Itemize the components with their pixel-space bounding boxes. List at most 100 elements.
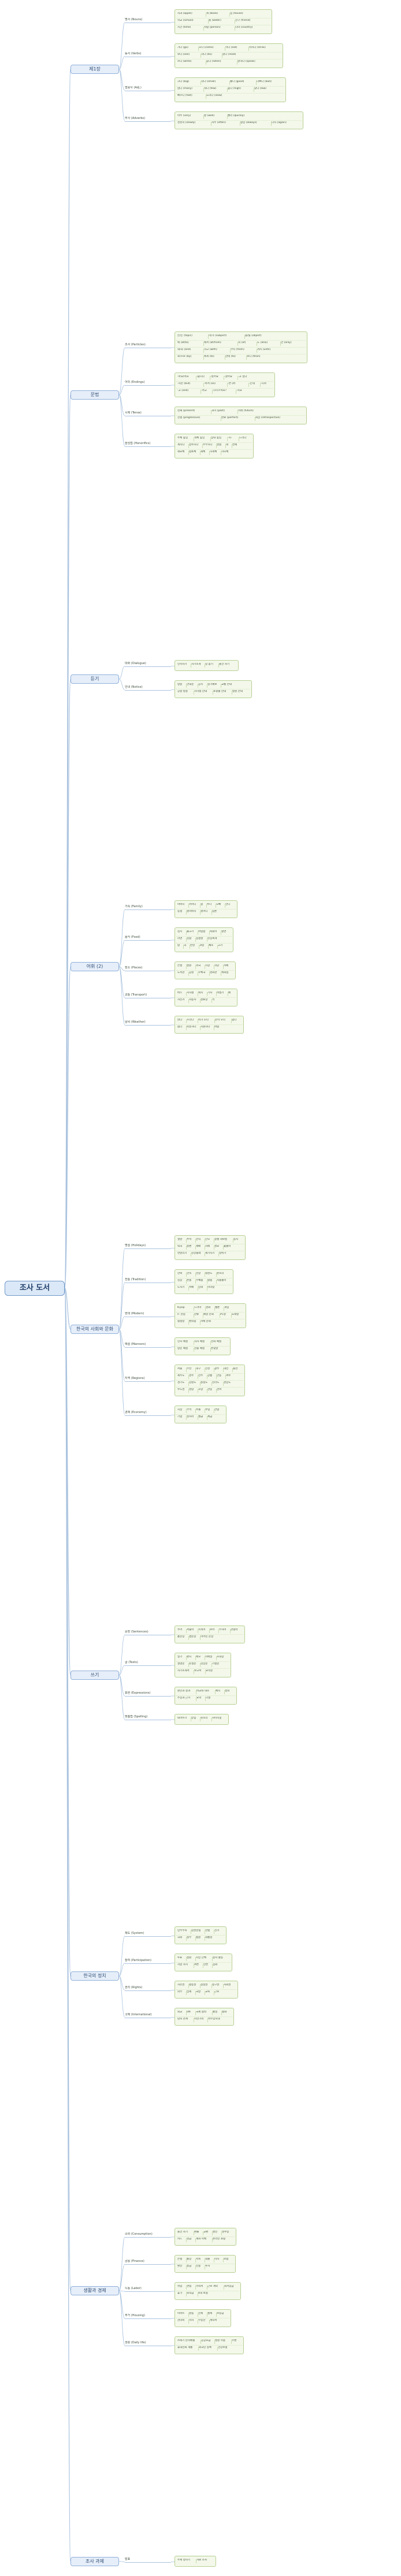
leaf-item: 잘 (well) <box>204 114 215 117</box>
leaf-separator <box>212 2011 213 2015</box>
leaf-item: 부산 <box>187 1367 192 1370</box>
leaf-item: 영화 <box>206 1306 211 1309</box>
leaf-separator <box>203 348 204 353</box>
leaf-item: 해체 <box>200 450 206 453</box>
leaf-separator <box>186 2011 187 2015</box>
leaf-separator <box>186 1416 187 1420</box>
subtopic-label: 권리 (Rights) <box>125 1985 143 1989</box>
connector <box>118 1634 125 1675</box>
leaf-item: 청원 <box>187 1956 192 1959</box>
leaf-item: 추석 <box>187 1238 192 1241</box>
leaf-separator <box>188 1389 189 1393</box>
leaf-item: 민화 <box>198 1286 203 1289</box>
leaf-separator <box>195 1656 196 1660</box>
leaf-separator <box>212 1964 213 1968</box>
leaf-item: 상대 높임 <box>211 436 221 439</box>
leaf-item: 외국인 등록 <box>199 2346 212 2349</box>
row-divider <box>176 93 284 94</box>
row-divider <box>176 1668 229 1669</box>
leaf-item: 월급 <box>198 1415 203 1418</box>
leaf-item: 지하철 <box>187 991 194 994</box>
leaf-separator <box>211 998 212 1003</box>
leaf-item: 공원 <box>189 971 194 974</box>
subtopic-label: 형용사 (Adj.) <box>125 85 142 90</box>
leaf-item: 공공요금 <box>201 2339 211 2342</box>
leaf-item: 인사 예절 <box>177 1340 188 1343</box>
leaf-item: 떡볶이 <box>210 930 217 933</box>
leaf-item: 나라 (country) <box>235 26 253 29</box>
leaf-separator <box>186 1026 187 1030</box>
leaf-item: 동생 <box>177 909 183 913</box>
leaf-item: 공지 <box>198 683 203 686</box>
subtopic-underline <box>125 2562 171 2563</box>
leaf-separator <box>212 389 213 394</box>
leaf-item: 낮다 (low) <box>254 87 266 90</box>
leaf-separator <box>188 1382 189 1386</box>
connector <box>118 1675 125 1697</box>
leaf-separator <box>186 2292 187 2297</box>
leaf-separator <box>227 437 228 441</box>
leaf-item: -겠어요 <box>224 375 233 378</box>
leaf-separator <box>208 334 209 339</box>
leaf-item: 진행 (progressive) <box>177 416 200 419</box>
leaf-separator <box>230 348 231 353</box>
leaf-item: 평등권 <box>189 1984 196 1986</box>
leaf-item: 높다 (high) <box>228 87 242 90</box>
leaf-item: 동지 <box>233 1238 239 1241</box>
leaf-separator <box>186 2258 187 2262</box>
leaf-item: 해요체 <box>177 450 185 453</box>
leaf-item: 방송 <box>177 683 183 686</box>
leaf-separator <box>244 334 245 339</box>
leaf-separator <box>225 1375 226 1379</box>
leaf-separator <box>186 2285 187 2290</box>
leaf-item: 식당 <box>214 964 220 967</box>
leaf-item: 배달 문화 <box>203 1313 214 1316</box>
leaf-separator <box>280 341 281 346</box>
leaf-item: 보고서 <box>194 1669 202 1672</box>
leaf-separator <box>203 382 204 387</box>
leaf-item: 좋다 (good) <box>230 80 244 83</box>
leaf-item: 하고 (with) <box>204 348 217 351</box>
leaf-item: 흐리다 <box>187 1018 194 1022</box>
leaf-item: 자기소개 <box>191 663 201 666</box>
subtopic-label: 맞춤법 (Spelling) <box>125 1715 148 1718</box>
leaf-separator <box>208 944 209 949</box>
leaf-item: 선물 예절 <box>194 1347 205 1350</box>
leaf-item: 연날리기 <box>177 1252 187 1255</box>
subtopic-label: 동사 (Verbs) <box>125 51 142 55</box>
leaf-item: 교통 안내 <box>221 683 232 686</box>
subtopic-label: 참여 (Participation) <box>125 1958 151 1962</box>
leaf-item: 비교와 대조 <box>196 1689 210 1693</box>
leaf-separator <box>200 54 201 58</box>
leaf-separator <box>195 2258 196 2262</box>
leaf-item: 은/는 (topic) <box>177 334 192 337</box>
leaf-item: 영남 <box>189 1388 194 1391</box>
leaf-item: 언니 <box>225 903 231 906</box>
subtopic-underline <box>125 446 171 447</box>
leaf-item: 영화관 <box>210 971 217 974</box>
leaf-item: 역 <box>212 998 215 1001</box>
leaf-item: 길 묻기 <box>205 663 213 666</box>
leaf-item: 친구 (friend) <box>235 19 251 22</box>
leaf-item: 휴가 <box>177 2291 183 2295</box>
leaf-item: 하게체 <box>210 450 217 453</box>
leaf-separator <box>188 903 189 908</box>
leaf-item: 경기도 <box>177 1381 185 1384</box>
row-divider <box>176 2344 242 2346</box>
leaf-separator <box>186 1019 187 1023</box>
connector <box>64 1287 71 1330</box>
leaf-item: 여론 <box>194 1963 199 1966</box>
branch-topic: 제1장 <box>70 65 119 74</box>
subtopic-underline <box>125 2264 171 2265</box>
row-divider <box>176 1387 243 1388</box>
leaf-item: 평화 <box>222 2011 227 2014</box>
leaf-item: 아버지 <box>177 903 185 906</box>
leaf-item: 눈이 오다 <box>215 1018 225 1022</box>
branch-topic: 생활과 경제 <box>70 2286 119 2295</box>
subtopic-label: 표현 (Expressions) <box>125 1691 151 1695</box>
leaf-separator <box>186 1368 187 1372</box>
leaf-separator <box>214 1019 215 1023</box>
leaf-separator <box>231 2339 232 2344</box>
leaf-item: 도자기 <box>177 1286 185 1289</box>
leaf-item: 기업 <box>177 1415 183 1418</box>
